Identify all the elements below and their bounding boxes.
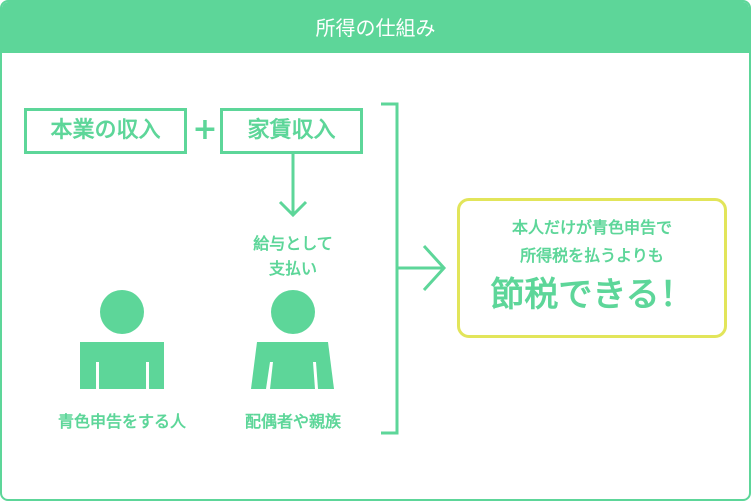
plus-sign: +: [192, 112, 218, 147]
result-headline: 節税できる！: [490, 275, 694, 315]
diagram-title: 所得の仕組み: [2, 2, 749, 53]
right-arrow-icon: [397, 244, 447, 292]
result-line1: 本人だけが青色申告で: [511, 218, 672, 237]
person-icon-self: [80, 290, 164, 389]
person-label-family: 配偶者や親族: [244, 412, 341, 431]
down-arrow-icon: [278, 153, 308, 218]
rent-income-box: 家賃収入: [220, 108, 363, 154]
person-label-self: 青色申告をする人: [57, 412, 186, 431]
person-icon-family: [251, 290, 334, 389]
payment-label-line2: 支払い: [268, 259, 317, 278]
result-box: 本人だけが青色申告で 所得税を払うよりも 節税できる！: [457, 198, 727, 338]
bracket: [381, 102, 399, 435]
result-line2: 所得税を払うよりも: [520, 246, 664, 265]
payment-label: 給与として 支払い: [233, 231, 353, 281]
main-income-box: 本業の収入: [24, 108, 187, 154]
payment-label-line1: 給与として: [253, 234, 333, 253]
